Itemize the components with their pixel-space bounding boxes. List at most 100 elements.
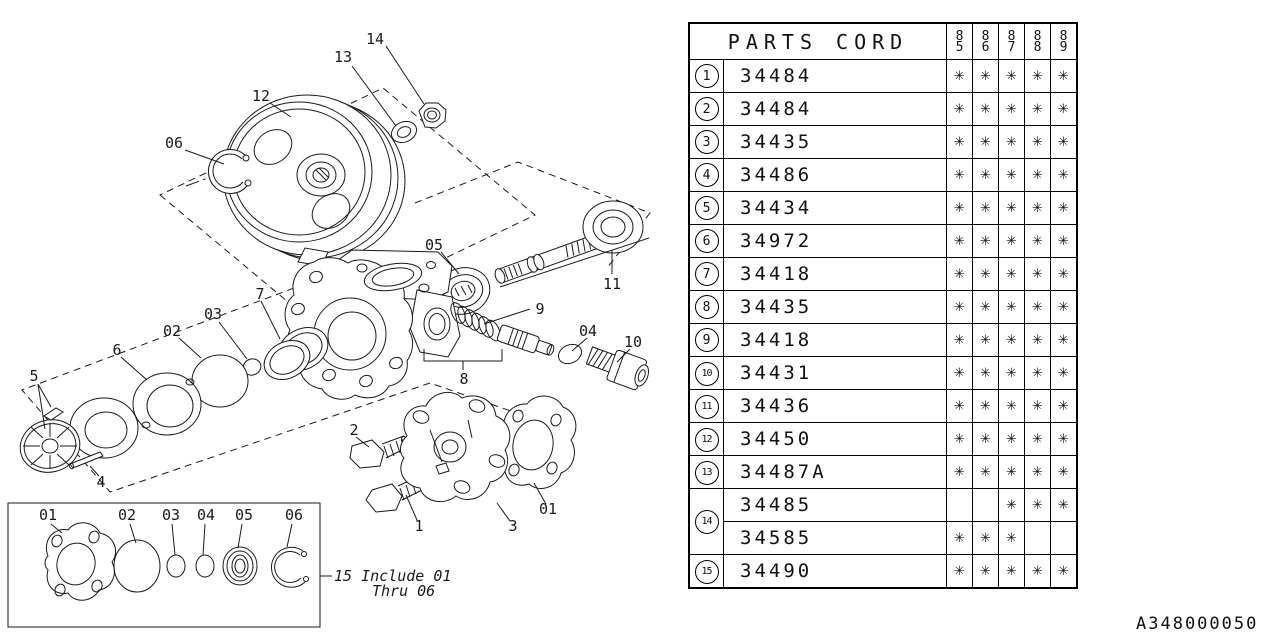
applicability-mark-cell: ✳ [972, 59, 999, 93]
ref-circle: 12 [694, 427, 719, 452]
callout-3: 3 [508, 517, 517, 535]
table-title-cell: PARTS CORD [688, 22, 947, 60]
applicability-mark-cell: ✳ [972, 158, 999, 192]
applicability-mark-cell: ✳ [946, 422, 973, 456]
side-plate-drawing [69, 397, 139, 459]
year-digit: 5 [955, 40, 964, 55]
applicability-mark-cell: ✳ [972, 389, 999, 423]
year-digit: 9 [1059, 40, 1068, 55]
year-digit: 6 [981, 40, 990, 55]
applicability-mark-cell: ✳ [1050, 356, 1078, 390]
applicability-mark-cell: ✳ [998, 257, 1025, 291]
kit-label-05: 05 [235, 506, 253, 524]
applicability-mark-cell: ✳ [946, 158, 973, 192]
applicability-mark-cell: ✳ [972, 92, 999, 126]
ref-cell: 3 [688, 125, 724, 159]
kit-gasket-drawing [44, 522, 116, 601]
callout-9: 9 [535, 300, 544, 318]
applicability-mark-cell: ✳ [1050, 191, 1078, 225]
applicability-mark-cell: ✳ [972, 290, 999, 324]
washer-drawing [390, 120, 418, 144]
applicability-mark-cell: ✳ [1050, 92, 1078, 126]
oring-drawing [557, 343, 583, 365]
kit-oring-large-drawing [113, 539, 161, 593]
applicability-mark-cell: ✳ [1024, 323, 1051, 357]
applicability-mark-cell: ✳ [972, 224, 999, 258]
applicability-mark-cell: ✳ [1024, 290, 1051, 324]
part-number-cell: 34972 [723, 224, 947, 258]
seal-kit-box [7, 502, 321, 628]
part-number-cell: 34487A [723, 455, 947, 489]
applicability-mark-cell: ✳ [1050, 455, 1078, 489]
applicability-mark-cell: ✳ [946, 92, 973, 126]
applicability-mark-cell [1050, 521, 1078, 555]
callout-10: 10 [624, 333, 642, 351]
ref-circle: 7 [694, 262, 719, 286]
valve-spool-drawing [496, 324, 555, 356]
applicability-mark-cell: ✳ [1050, 158, 1078, 192]
callout-8: 8 [459, 370, 468, 388]
kit-label-02: 02 [118, 506, 136, 524]
applicability-mark-cell: ✳ [1050, 488, 1078, 522]
callout-12: 12 [252, 87, 270, 105]
cam-ring-drawing [132, 372, 202, 436]
pulley-drawing [222, 94, 406, 262]
part-number-cell: 34436 [723, 389, 947, 423]
ref-cell: 12 [688, 422, 724, 456]
applicability-mark-cell: ✳ [946, 323, 973, 357]
applicability-mark-cell: ✳ [1024, 422, 1051, 456]
ref-cell: 14 [688, 488, 724, 555]
year-digit: 8 [981, 29, 990, 44]
leader-lines [37, 45, 631, 577]
seal-rings-drawing [263, 327, 329, 380]
kit-label-01: 01 [39, 506, 57, 524]
applicability-mark-cell: ✳ [998, 356, 1025, 390]
ref-circle: 11 [694, 394, 719, 419]
rotor-drawing [19, 407, 81, 473]
kit-label-04: 04 [197, 506, 215, 524]
pump-housing-drawing [284, 247, 461, 400]
callout-03-main: 03 [204, 305, 222, 323]
kit-snap-ring-drawing [270, 546, 309, 588]
applicability-mark-cell: ✳ [946, 554, 973, 589]
ref-cell: 10 [688, 356, 724, 390]
callout-14: 14 [366, 30, 384, 48]
applicability-mark-cell: ✳ [998, 488, 1025, 522]
year-digit: 8 [1007, 29, 1016, 44]
applicability-mark-cell: ✳ [998, 92, 1025, 126]
applicability-mark-cell: ✳ [1050, 422, 1078, 456]
ref-cell: 11 [688, 389, 724, 423]
applicability-mark-cell: ✳ [1024, 488, 1051, 522]
drawing-number: A348000050 [1136, 614, 1259, 634]
exploded-parts-diagram: 14 13 12 06 05 11 9 04 10 8 7 03 02 6 5 … [7, 30, 651, 628]
applicability-mark-cell: ✳ [1050, 323, 1078, 357]
ref-circle: 15 [694, 559, 719, 584]
applicability-mark-cell: ✳ [972, 125, 999, 159]
kit-note-line1: 15 Include 01 [334, 567, 451, 585]
applicability-mark-cell: ✳ [1024, 389, 1051, 423]
applicability-mark-cell: ✳ [1050, 257, 1078, 291]
callout-13: 13 [334, 48, 352, 66]
applicability-mark-cell: ✳ [972, 191, 999, 225]
applicability-mark-cell: ✳ [1050, 224, 1078, 258]
applicability-mark-cell: ✳ [998, 158, 1025, 192]
ref-circle: 13 [694, 460, 719, 485]
year-digit: 7 [1007, 40, 1016, 55]
applicability-mark-cell: ✳ [946, 257, 973, 291]
callout-2: 2 [349, 421, 358, 439]
applicability-mark-cell: ✳ [1024, 59, 1051, 93]
callout-11: 11 [603, 275, 621, 293]
callout-1: 1 [414, 517, 423, 535]
assembly-8-bracket [423, 349, 503, 370]
applicability-mark-cell: ✳ [998, 125, 1025, 159]
applicability-mark-cell: ✳ [946, 356, 973, 390]
part-number-cell: 34435 [723, 125, 947, 159]
